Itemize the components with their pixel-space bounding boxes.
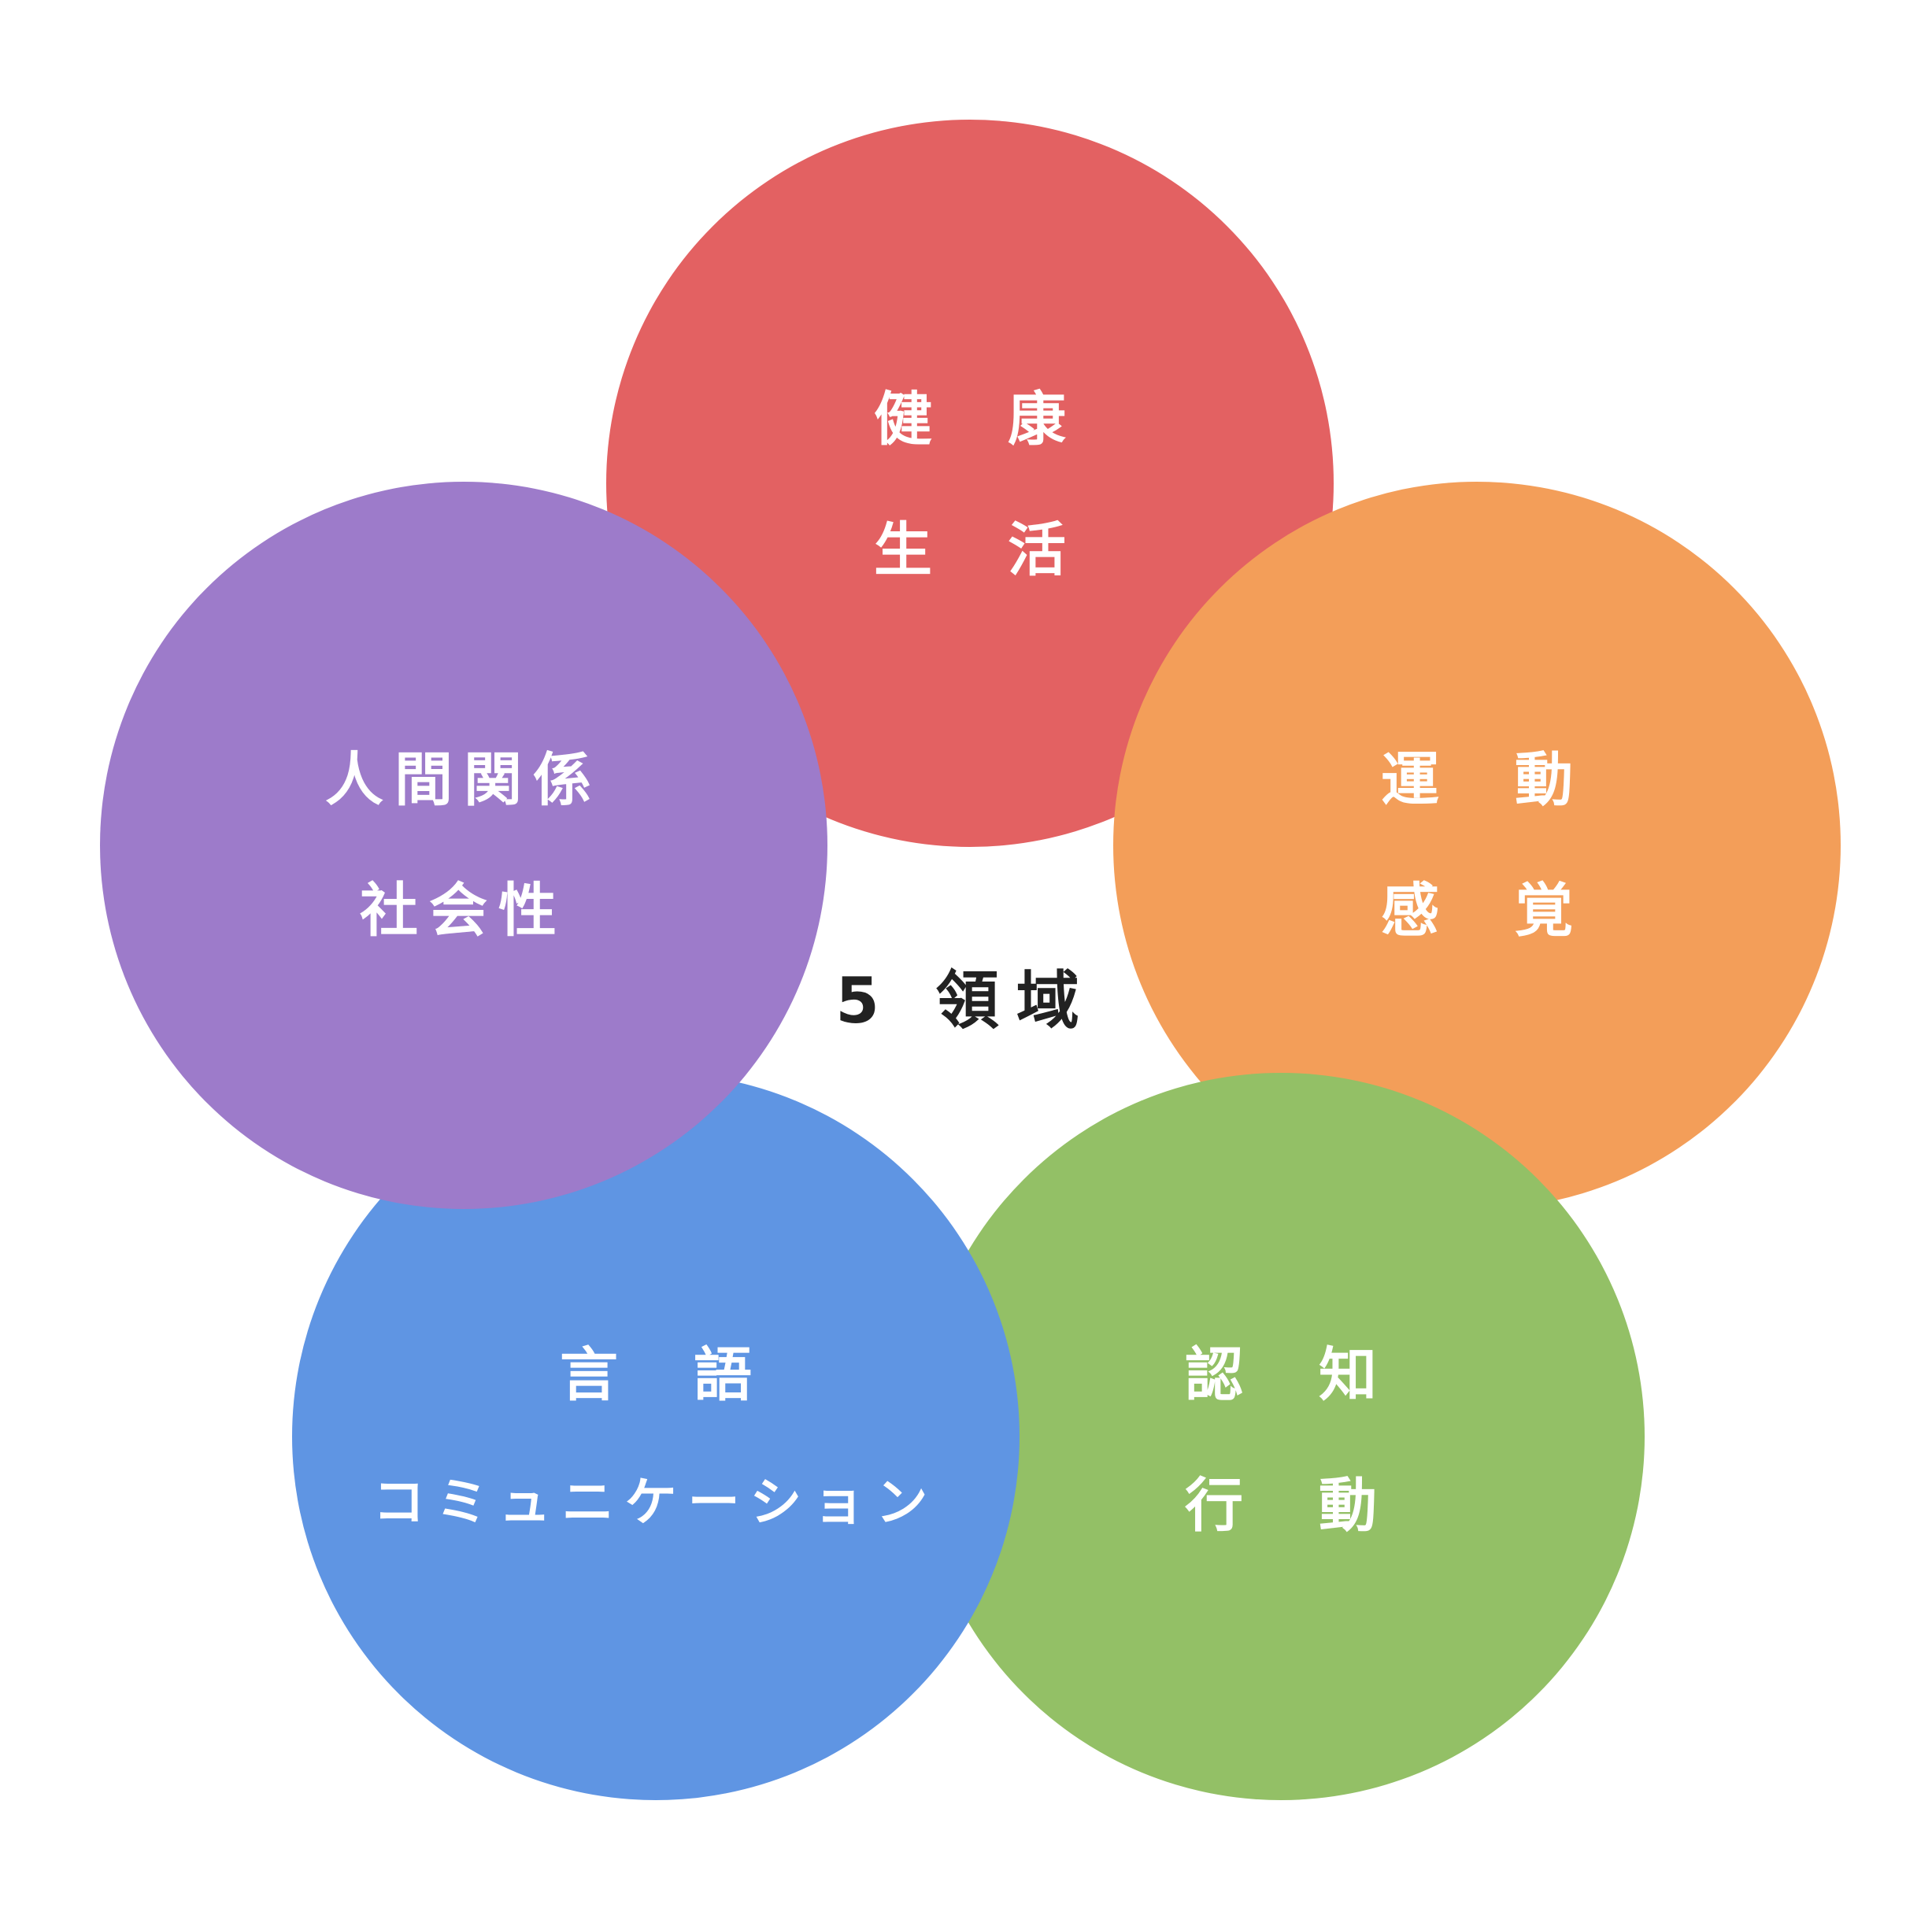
motor-label-line1: 運動	[1381, 746, 1649, 814]
social-label: 人間関係 社会性	[100, 751, 827, 940]
health-label-line2: 生活	[874, 516, 1142, 584]
health-label-line1: 健康	[874, 386, 1142, 453]
cognition-label-line1: 認知	[1185, 1341, 1453, 1409]
center-title: 5 領域	[835, 964, 1097, 1037]
language-label: 言語 コミュニケーション	[292, 1346, 1020, 1529]
language-label-line2: コミュニケーション	[372, 1472, 939, 1533]
social-circle	[100, 482, 827, 1209]
motor-label-line2: 感覚	[1381, 877, 1649, 945]
social-label-line2: 社会性	[360, 877, 568, 945]
language-label-line1: 言語	[560, 1341, 827, 1409]
motor-label: 運動 感覚	[1113, 751, 1841, 940]
cognition-circle	[917, 1073, 1645, 1800]
health-label: 健康 生活	[606, 390, 1334, 579]
social-label-line1: 人間関係	[325, 746, 602, 814]
cognition-label-line2: 行動	[1185, 1472, 1453, 1540]
cognition-label: 認知 行動	[917, 1346, 1645, 1535]
